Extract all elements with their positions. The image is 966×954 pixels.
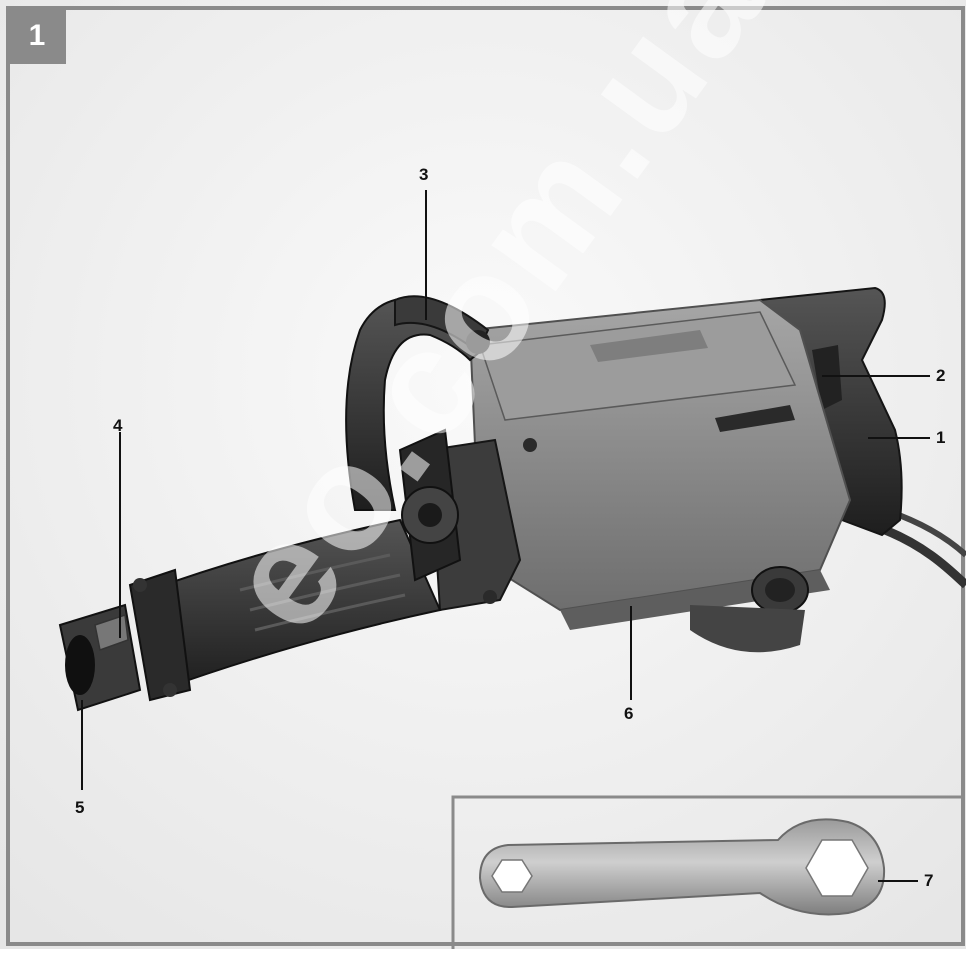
- housing-foot: [690, 605, 805, 653]
- front-collar: [128, 568, 192, 702]
- tool-holder-opening: [65, 635, 95, 695]
- callout-2: 2: [936, 366, 946, 385]
- housing-screw: [523, 438, 537, 452]
- collar-bolt: [163, 683, 177, 697]
- callout-5: 5: [75, 798, 85, 817]
- gear-flange: [428, 438, 522, 612]
- callout-3: 3: [419, 165, 429, 184]
- callout-1: 1: [936, 428, 946, 447]
- collar-bolt: [133, 578, 147, 592]
- wrench-small-hex: [491, 859, 533, 893]
- handle-bolt: [466, 330, 490, 354]
- inset-frame: [451, 795, 963, 949]
- front-barrel: [148, 518, 442, 692]
- housing-screw: [483, 590, 497, 604]
- wrench-large-hex: [805, 839, 869, 897]
- callout-4: 4: [113, 416, 123, 435]
- housing-top-cover: [478, 311, 797, 421]
- ventilation-slot: [715, 405, 795, 432]
- barrel-rib: [249, 573, 401, 612]
- power-cable: [878, 523, 966, 589]
- callout-6: 6: [624, 704, 634, 723]
- barrel-rib: [239, 553, 391, 592]
- brush-cap-center: [765, 578, 795, 602]
- wrench: [478, 818, 886, 916]
- clamp-knob-center: [418, 503, 442, 527]
- figure-number: 1: [8, 8, 66, 64]
- barrel-rib: [254, 593, 406, 632]
- rating-plate: [590, 330, 708, 362]
- figure-frame: [6, 6, 965, 946]
- callout-7: 7: [924, 871, 934, 890]
